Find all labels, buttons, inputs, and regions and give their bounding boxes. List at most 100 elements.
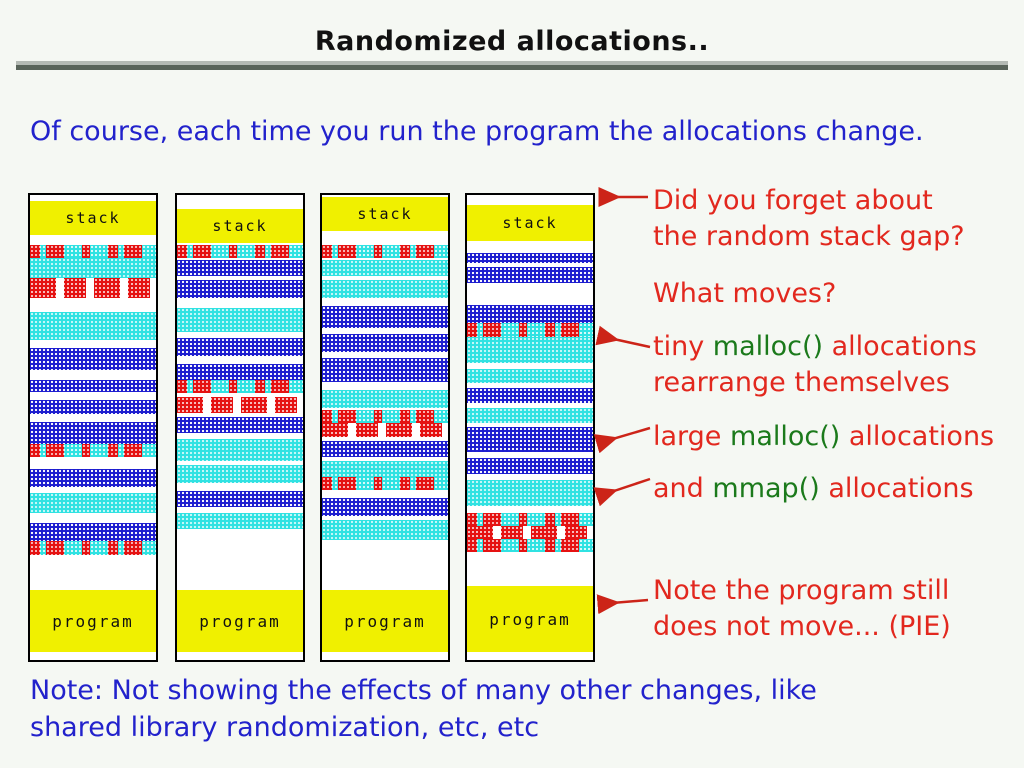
annotation-text: and: [653, 473, 713, 504]
memory-band-tiny: [177, 380, 303, 393]
memory-band-gap: [177, 433, 303, 439]
memory-band-flex: [30, 555, 156, 590]
annotation-line: and mmap() allocations: [653, 471, 974, 507]
memory-band-gap: [177, 393, 303, 397]
memory-band-gap: [467, 652, 593, 660]
slide-title: Randomized allocations..: [314, 26, 710, 57]
annotation-4: large malloc() allocations: [653, 419, 994, 455]
memory-band-gap: [322, 516, 448, 520]
memory-band-gap: [467, 423, 593, 427]
annotation-text: Did you forget about: [653, 185, 933, 216]
memory-band-cyan: [322, 260, 448, 276]
memory-band-gap: [467, 283, 593, 305]
annotation-line: does not move... (PIE): [653, 609, 951, 645]
memory-band-gap: [322, 382, 448, 390]
footnote-line1: Note: Not showing the effects of many ot…: [30, 675, 817, 706]
memory-band-cyan: [322, 390, 448, 408]
program-band: program: [322, 590, 448, 652]
memory-band-blue: [467, 267, 593, 283]
intro-text: Of course, each time you run the program…: [30, 116, 924, 147]
annotation-1: Did you forget about the random stack gap…: [653, 183, 965, 255]
annotation-line: Did you forget about: [653, 183, 965, 219]
memory-band-gap: [30, 392, 156, 400]
annotation-text: allocations: [819, 473, 974, 504]
memory-band-cyan: [322, 280, 448, 298]
memory-band-blue: [467, 388, 593, 403]
footnote: Note: Not showing the effects of many ot…: [30, 672, 817, 746]
annotation-text: What moves?: [653, 278, 837, 309]
program-band: program: [30, 590, 156, 652]
memory-band-gap: [177, 276, 303, 280]
memory-band-blue: [322, 358, 448, 382]
annotation-text: tiny: [653, 331, 713, 362]
memory-band-blue: [30, 523, 156, 541]
memory-band-gap: [30, 513, 156, 523]
memory-band-gap: [322, 408, 448, 410]
memory-band-blue: [30, 400, 156, 414]
annotation-text: allocations: [840, 421, 995, 452]
memory-band-cyan: [322, 461, 448, 477]
memory-band-gap: [177, 461, 303, 465]
memory-band-gap: [177, 507, 303, 513]
arrow-4: [593, 477, 651, 507]
memory-band-blue: [177, 364, 303, 380]
arrow-5: [596, 594, 649, 615]
annotation-5: and mmap() allocations: [653, 471, 974, 507]
memory-band-gap: [322, 298, 448, 306]
memory-band-cyan: [30, 493, 156, 513]
memory-band-blue: [467, 253, 593, 263]
memory-band-cyan: [322, 520, 448, 540]
memory-band-cyan: [467, 480, 593, 506]
annotation-line: Note the program still: [653, 573, 951, 609]
memory-band-cyan: [30, 258, 156, 278]
memory-band-gap: [467, 241, 593, 253]
program-band: program: [467, 586, 593, 652]
memory-band-gap: [467, 403, 593, 408]
program-band: program: [177, 590, 303, 652]
stack-band: stack: [322, 197, 448, 231]
memory-band-gap: [177, 298, 303, 308]
arrow-3: [593, 426, 651, 454]
memory-band-tiny: [322, 477, 448, 490]
memory-band-gap: [177, 356, 303, 364]
memory-band-cyan: [177, 465, 303, 483]
annotation-line: What moves?: [653, 276, 836, 312]
memory-band-blue: [322, 306, 448, 328]
memory-band-gap: [30, 487, 156, 493]
annotation-text: the random stack gap?: [653, 221, 965, 252]
stack-band: stack: [177, 209, 303, 243]
memory-band-gap: [322, 258, 448, 260]
memory-column-2: stack program: [175, 193, 305, 662]
annotation-text: large: [653, 421, 731, 452]
memory-band-blue: [467, 458, 593, 474]
title-rule: [16, 61, 1008, 70]
memory-band-blue: [30, 422, 156, 444]
annotation-text: malloc(): [712, 331, 824, 362]
memory-band-tiny: [30, 245, 156, 258]
memory-band-gap: [177, 258, 303, 260]
memory-band-gap: [322, 195, 448, 197]
memory-band-tinyw: [30, 278, 156, 298]
memory-band-gap: [30, 340, 156, 348]
memory-band-gap: [177, 332, 303, 338]
memory-band-gap: [322, 352, 448, 358]
annotation-text: malloc(): [730, 421, 841, 452]
memory-band-tiny: [322, 410, 448, 423]
memory-band-tiny: [322, 245, 448, 258]
memory-band-cyan: [30, 312, 156, 340]
memory-band-gap: [177, 652, 303, 660]
memory-band-tinyw: [322, 423, 448, 437]
memory-band-blue: [322, 334, 448, 352]
annotation-text: mmap(): [712, 473, 820, 504]
memory-band-gap: [30, 652, 156, 660]
memory-band-tinyw: [177, 397, 303, 413]
memory-band-blue: [322, 441, 448, 457]
memory-band-blue: [177, 491, 303, 507]
memory-band-gap: [177, 413, 303, 417]
annotation-text: rearrange themselves: [653, 367, 950, 398]
annotation-text: Note the program still: [653, 575, 950, 606]
memory-band-cyan: [177, 513, 303, 529]
